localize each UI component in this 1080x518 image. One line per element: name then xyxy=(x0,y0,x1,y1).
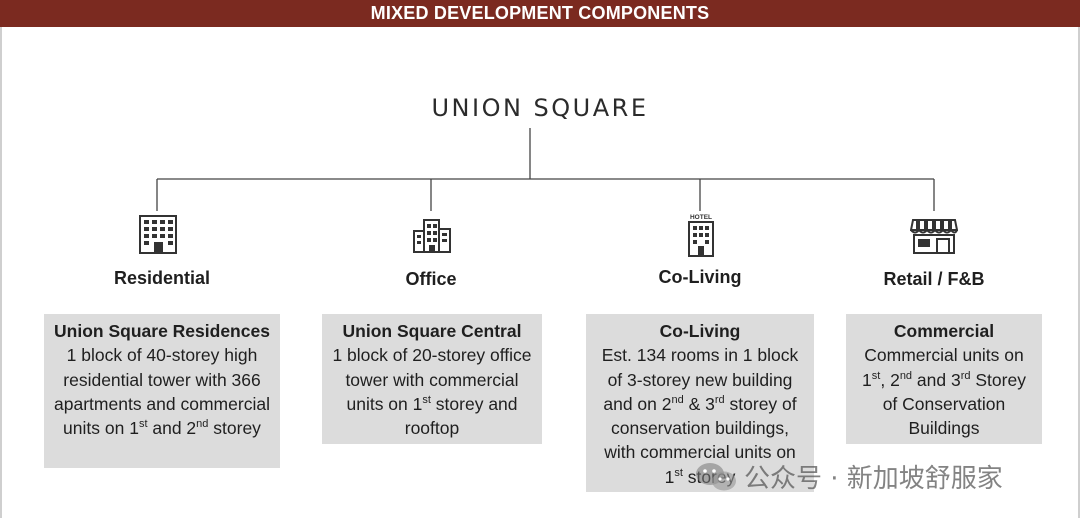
office-box: Union Square Central 1 block of 20-store… xyxy=(322,314,542,444)
category-label-office: Office xyxy=(405,269,457,289)
apartment-building-icon xyxy=(139,215,177,254)
residential-box-title: Union Square Residences xyxy=(54,321,270,341)
storefront-icon xyxy=(910,219,958,254)
category-label-retail: Retail / F&B xyxy=(883,269,985,289)
office-box-text: 1 block of 20-storey office tower with c… xyxy=(332,345,532,439)
header-bar: MIXED DEVELOPMENT COMPONENTS xyxy=(0,0,1080,27)
wechat-logo-icon xyxy=(696,462,736,490)
category-label-coliving: Co-Living xyxy=(658,267,742,287)
root-title: UNION SQUARE xyxy=(431,94,649,122)
commercial-box: Commercial Commercial units on 1st, 2nd … xyxy=(846,314,1042,444)
hotel-sign-text: HOTEL xyxy=(690,214,712,221)
office-building-icon xyxy=(413,219,451,253)
commercial-box-text: Commercial units on 1st, 2nd and 3rd Sto… xyxy=(862,345,1026,439)
header-title: MIXED DEVELOPMENT COMPONENTS xyxy=(370,3,710,23)
watermark: 公众号 · 新加坡舒服家 xyxy=(694,458,1003,495)
residential-box-text: 1 block of 40-storey high residential to… xyxy=(54,345,270,439)
residential-box: Union Square Residences 1 block of 40-st… xyxy=(44,314,280,468)
hotel-icon: HOTEL xyxy=(688,214,714,257)
coliving-box: Co-Living Est. 134 rooms in 1 block of 3… xyxy=(586,314,814,492)
content-frame xyxy=(0,27,1080,518)
commercial-box-title: Commercial xyxy=(893,321,995,341)
office-box-title: Union Square Central xyxy=(342,321,522,341)
watermark-text: 公众号 · 新加坡舒服家 xyxy=(744,464,1003,494)
category-label-residential: Residential xyxy=(113,268,211,288)
coliving-box-title: Co-Living xyxy=(659,321,741,341)
